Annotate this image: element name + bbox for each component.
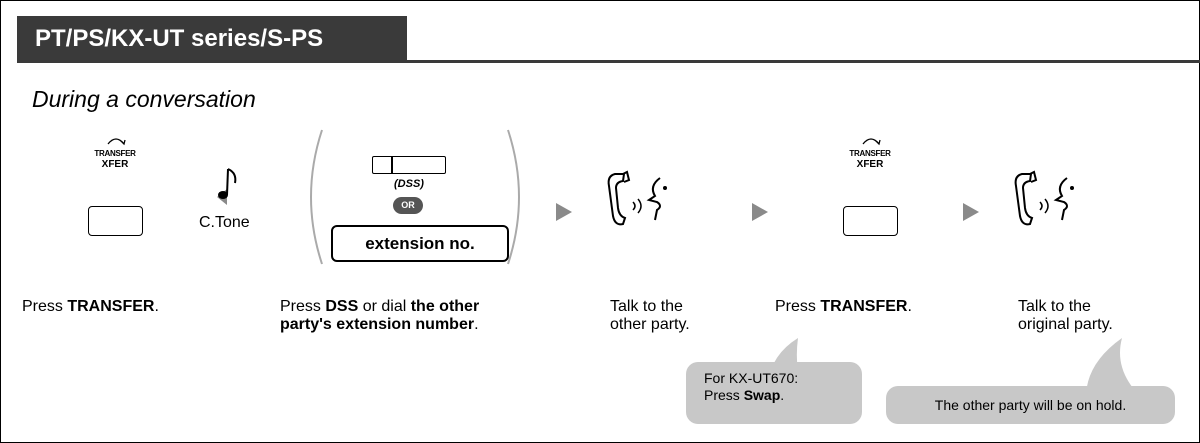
note-bubble-kxut670: For KX-UT670: Press Swap. xyxy=(686,362,862,424)
step-arrow-3 xyxy=(963,203,979,221)
note-bubble-hold: The other party will be on hold. xyxy=(886,386,1175,424)
step4-button-sub-label: XFER xyxy=(856,159,884,170)
or-badge: OR xyxy=(393,197,423,214)
step4-button-top-label: TRANSFER xyxy=(849,149,891,158)
step-arrow-2 xyxy=(752,203,768,221)
step1-button-box xyxy=(88,206,143,236)
step4-caption: Press TRANSFER. xyxy=(775,298,912,315)
step2-caption: Press DSS or dial the other party's exte… xyxy=(280,298,480,333)
extension-number-box: extension no. xyxy=(331,225,509,262)
left-parenthesis xyxy=(310,129,323,265)
music-note-icon xyxy=(217,168,237,205)
right-parenthesis xyxy=(507,129,520,265)
step1-button-sub-label: XFER xyxy=(101,159,129,170)
step-arrow-1 xyxy=(556,203,572,221)
step4-button-box xyxy=(843,206,898,236)
step1-button-top-label: TRANSFER xyxy=(94,149,136,158)
section-header: PT/PS/KX-UT series/S-PS xyxy=(17,16,407,61)
handset-talk-icon xyxy=(1014,170,1074,226)
step3-caption: Talk to the other party. xyxy=(610,298,690,333)
dss-label: (DSS) xyxy=(394,178,424,190)
dss-button-icon xyxy=(372,156,446,174)
tone-label: C.Tone xyxy=(199,214,250,231)
subtitle: During a conversation xyxy=(32,86,256,112)
header-rule xyxy=(17,60,1200,63)
step1-caption: Press TRANSFER. xyxy=(22,298,159,315)
transfer-arrow-icon xyxy=(107,138,126,146)
section-title: PT/PS/KX-UT series/S-PS xyxy=(35,25,324,52)
handset-talk-icon xyxy=(607,170,667,226)
step5-caption: Talk to the original party. xyxy=(1018,298,1113,333)
transfer-arrow-icon xyxy=(862,138,881,146)
